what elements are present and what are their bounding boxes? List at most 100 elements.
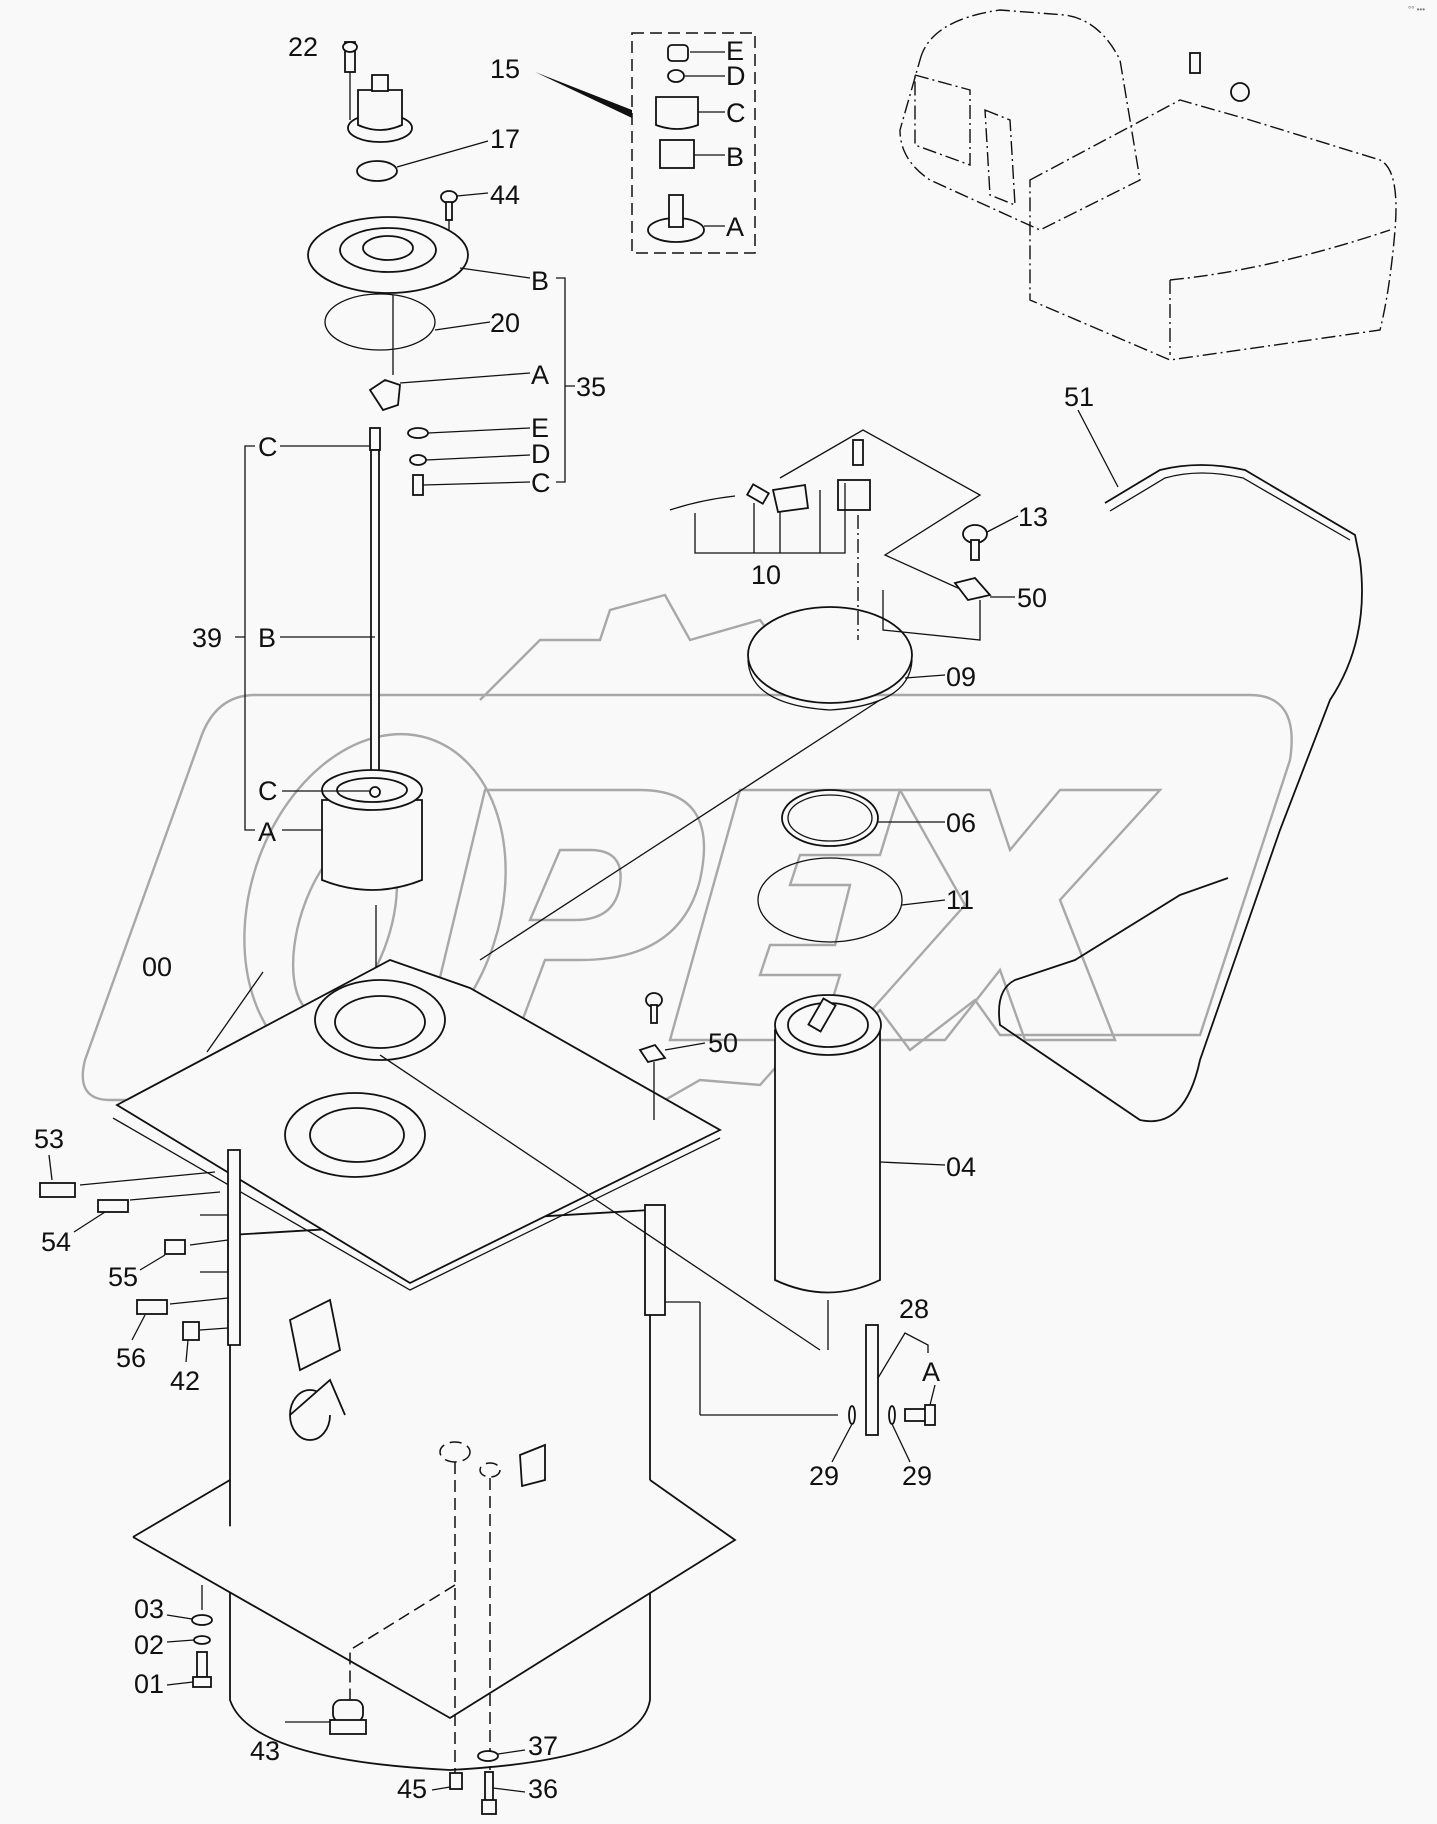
part-39-rod bbox=[280, 427, 381, 781]
part-04-filter bbox=[774, 994, 946, 1350]
part-22-bolt bbox=[342, 41, 358, 120]
part-54-elbow-fitting bbox=[73, 1191, 221, 1233]
callout-55: 55 bbox=[108, 1262, 138, 1292]
part-35A-bracket bbox=[368, 372, 531, 412]
part-03-washer bbox=[166, 1585, 213, 1626]
tank-clip bbox=[519, 1443, 546, 1488]
callout-39-A: A bbox=[258, 817, 276, 847]
callout-labels: 22 15 E D C B A 17 44 B 20 A 35 E D C C … bbox=[34, 5, 1425, 1804]
callout-35-C: C bbox=[531, 468, 551, 498]
part-37-washer bbox=[477, 1749, 526, 1762]
part-28A-bolt bbox=[904, 1384, 936, 1426]
part-00-tank bbox=[112, 959, 737, 1780]
callout-02: 02 bbox=[134, 1630, 164, 1660]
callout-28: 28 bbox=[899, 1294, 929, 1324]
callout-29-right: 29 bbox=[902, 1461, 932, 1491]
inset-breather bbox=[1189, 52, 1201, 74]
callout-01: 01 bbox=[134, 1669, 164, 1699]
part-29-spacer-right bbox=[888, 1405, 896, 1425]
part-15-breather bbox=[347, 74, 413, 143]
leader-09-to-tank bbox=[479, 699, 881, 961]
callout-50-upper: 50 bbox=[1017, 583, 1047, 613]
part-36-bolt bbox=[481, 1771, 526, 1815]
callout-35-B: B bbox=[531, 266, 549, 296]
callout-10: 10 bbox=[751, 560, 781, 590]
tank-side-bracket bbox=[644, 1204, 666, 1316]
part-06-snap-ring bbox=[781, 789, 945, 847]
callout-06: 06 bbox=[946, 808, 976, 838]
callout-17: 17 bbox=[490, 124, 520, 154]
tank-base-plate bbox=[132, 1479, 737, 1720]
part-09-cover bbox=[747, 606, 946, 711]
callout-44: 44 bbox=[490, 180, 520, 210]
part-35C-bolt bbox=[412, 474, 531, 496]
part-02-lockwasher bbox=[166, 1635, 211, 1645]
callout-37: 37 bbox=[528, 1731, 558, 1761]
excavator-cab bbox=[899, 9, 1141, 231]
sub-15-C-cylinder bbox=[655, 96, 699, 130]
callout-35-D: D bbox=[531, 439, 551, 469]
callout-51: 51 bbox=[1064, 382, 1094, 412]
callout-35-A: A bbox=[531, 360, 549, 390]
part-39A-strainer bbox=[282, 769, 423, 891]
callout-15: 15 bbox=[490, 54, 520, 84]
part-20-gasket bbox=[324, 293, 436, 351]
part-42-plug bbox=[182, 1321, 229, 1363]
part-56-fitting bbox=[131, 1297, 229, 1341]
callout-15-E: E bbox=[726, 36, 744, 66]
callout-35-E: E bbox=[531, 413, 549, 443]
excavator-counterweight bbox=[1169, 229, 1391, 355]
callout-39-C: C bbox=[258, 776, 278, 806]
pointer-15 bbox=[535, 72, 632, 118]
part-35D-lockwasher bbox=[409, 454, 427, 466]
bracket-35 bbox=[556, 277, 575, 483]
callout-54: 54 bbox=[41, 1227, 71, 1257]
callout-04: 04 bbox=[946, 1152, 976, 1182]
callout-50-lower: 50 bbox=[708, 1028, 738, 1058]
callout-36: 36 bbox=[528, 1774, 558, 1804]
callout-15-D: D bbox=[726, 61, 746, 91]
part-43-drain-plug bbox=[285, 1699, 367, 1735]
callout-15-C: C bbox=[726, 98, 746, 128]
excavator-location-inset bbox=[899, 9, 1397, 361]
callout-43: 43 bbox=[250, 1736, 280, 1766]
bracket-39 bbox=[235, 445, 255, 831]
port-strip bbox=[227, 1149, 241, 1346]
callout-11: 11 bbox=[946, 885, 974, 915]
part-35B-cover-flange bbox=[307, 216, 531, 294]
watermark-letter-p bbox=[423, 788, 706, 1042]
callout-15-A: A bbox=[726, 212, 744, 242]
excavator-cab-window bbox=[914, 74, 971, 166]
part-11-oring bbox=[757, 857, 946, 943]
watermark-letter-x bbox=[842, 788, 1163, 1042]
callout-29-left: 29 bbox=[809, 1461, 839, 1491]
part-55-fitting bbox=[139, 1214, 229, 1273]
callout-09: 09 bbox=[946, 662, 976, 692]
callout-53: 53 bbox=[34, 1124, 64, 1154]
tank-pipe-side bbox=[288, 1298, 342, 1372]
part-28-bracket bbox=[865, 1324, 929, 1436]
callout-00: 00 bbox=[142, 952, 172, 982]
part-53-tee-fitting bbox=[39, 1154, 216, 1198]
part-13-bolt bbox=[962, 515, 1019, 561]
part-35E-washer bbox=[407, 427, 429, 439]
callout-28-A: A bbox=[922, 1357, 940, 1387]
callout-56: 56 bbox=[116, 1343, 146, 1373]
callout-03: 03 bbox=[134, 1594, 164, 1624]
part-50-clip-lower bbox=[638, 992, 706, 1120]
part-29-spacer-left bbox=[848, 1405, 856, 1425]
part-15-exploded-box bbox=[535, 32, 756, 254]
sub-15-D-nut bbox=[667, 69, 685, 83]
callout-22: 22 bbox=[288, 32, 318, 62]
callout-15-B: B bbox=[726, 142, 744, 172]
part-51-dipstick bbox=[998, 409, 1363, 1123]
callout-39: 39 bbox=[192, 623, 222, 653]
part-50-clip-upper bbox=[953, 576, 1015, 602]
part-10-level-sensor bbox=[669, 429, 982, 641]
part-01-bolt bbox=[166, 1651, 212, 1688]
part-17-oring bbox=[356, 160, 398, 182]
callout-42: 42 bbox=[170, 1366, 200, 1396]
callout-39-C-top: C bbox=[258, 432, 278, 462]
excavator-body bbox=[1029, 99, 1397, 361]
